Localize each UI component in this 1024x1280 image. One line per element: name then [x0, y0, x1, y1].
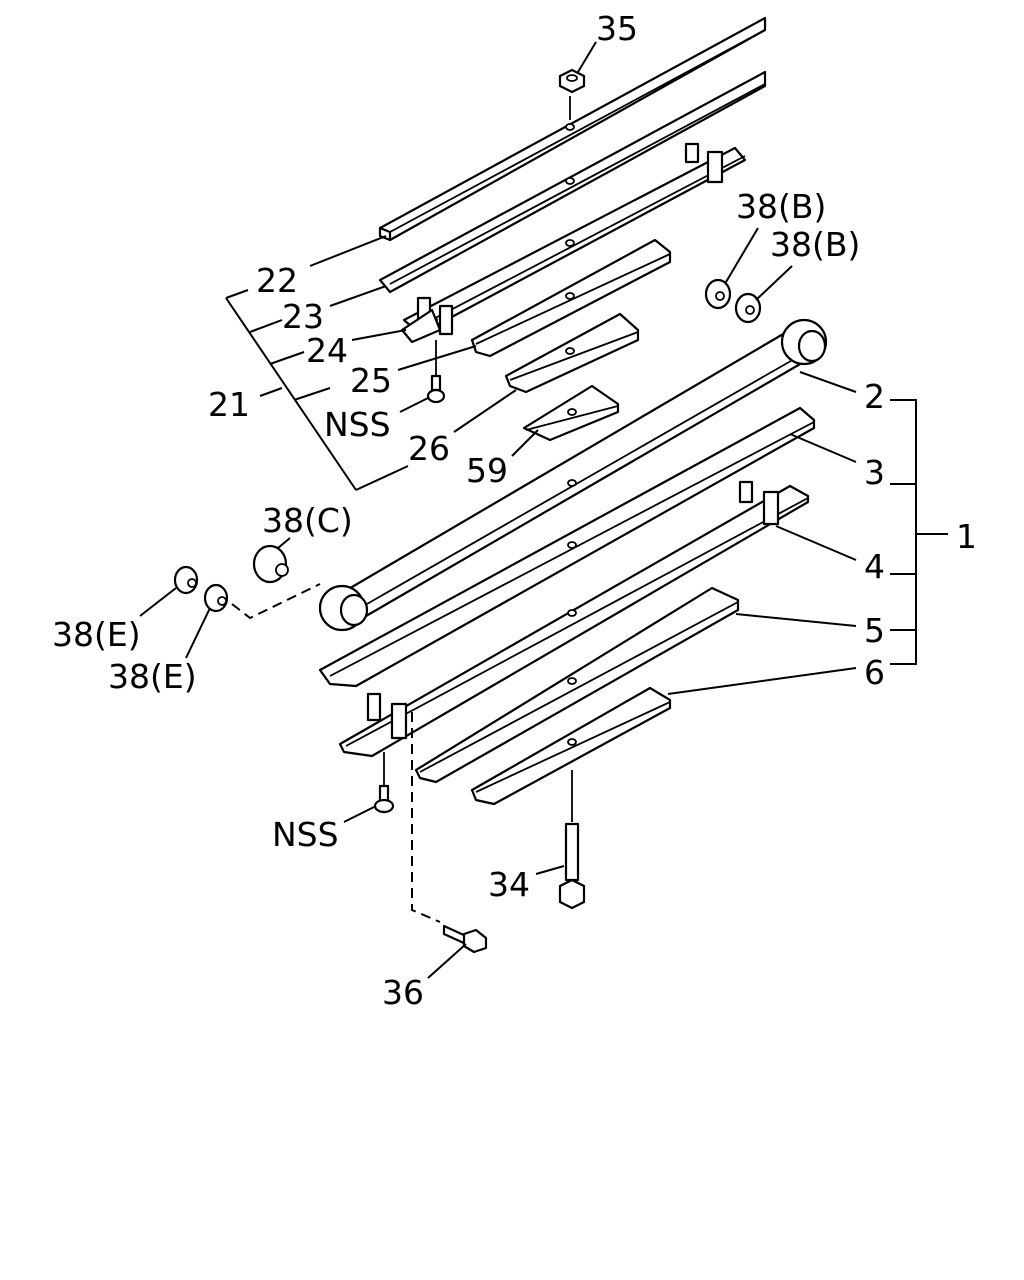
label-nss-upper: NSS	[324, 405, 391, 444]
bushing-38e-second	[203, 583, 229, 613]
label-5: 5	[864, 611, 885, 650]
label-24: 24	[306, 331, 348, 370]
leaf-26	[504, 312, 640, 394]
label-38b-second: 38(B)	[770, 225, 860, 264]
label-6: 6	[864, 653, 885, 692]
callout-labels: 35 38(B) 38(B) 22 23 24 25 21 NSS 26 59 …	[52, 9, 977, 1012]
label-4: 4	[864, 547, 885, 586]
label-21: 21	[208, 385, 250, 424]
label-38b-first: 38(B)	[736, 187, 826, 226]
label-38c: 38(C)	[262, 501, 353, 540]
label-35: 35	[596, 9, 638, 48]
label-3: 3	[864, 453, 885, 492]
leaf-2	[318, 318, 828, 632]
label-34: 34	[488, 865, 530, 904]
label-2: 2	[864, 377, 885, 416]
bolt-36	[442, 924, 488, 954]
bushing-38b-second	[734, 292, 762, 324]
label-22: 22	[256, 261, 298, 300]
leaf-4	[338, 480, 810, 758]
label-38e-first: 38(E)	[52, 615, 141, 654]
leader-lines	[139, 41, 948, 979]
label-26: 26	[408, 429, 450, 468]
nut-35	[558, 68, 586, 120]
label-25: 25	[350, 361, 392, 400]
leaf-23	[378, 70, 767, 294]
main-spring-assembly	[318, 318, 828, 806]
label-36: 36	[382, 973, 424, 1012]
leaf-5	[414, 586, 740, 784]
bushing-38e-first	[173, 565, 199, 595]
plate-59	[522, 384, 620, 442]
leaf-3	[318, 406, 816, 688]
bolt-nss-upper	[426, 340, 446, 404]
label-59: 59	[466, 451, 508, 490]
label-38e-second: 38(E)	[108, 657, 197, 696]
leaf-24	[400, 142, 747, 344]
label-1: 1	[956, 517, 977, 556]
leaf-22	[378, 16, 767, 242]
bolt-nss-lower	[373, 752, 395, 814]
upper-spring-assembly	[378, 16, 767, 442]
center-bolt-34	[558, 770, 586, 910]
label-23: 23	[282, 297, 324, 336]
bushing-38c	[252, 544, 289, 584]
leaf-25	[470, 238, 672, 358]
leaf-6	[470, 686, 672, 806]
bushing-38b-first	[704, 278, 732, 310]
label-nss-lower: NSS	[272, 815, 339, 854]
